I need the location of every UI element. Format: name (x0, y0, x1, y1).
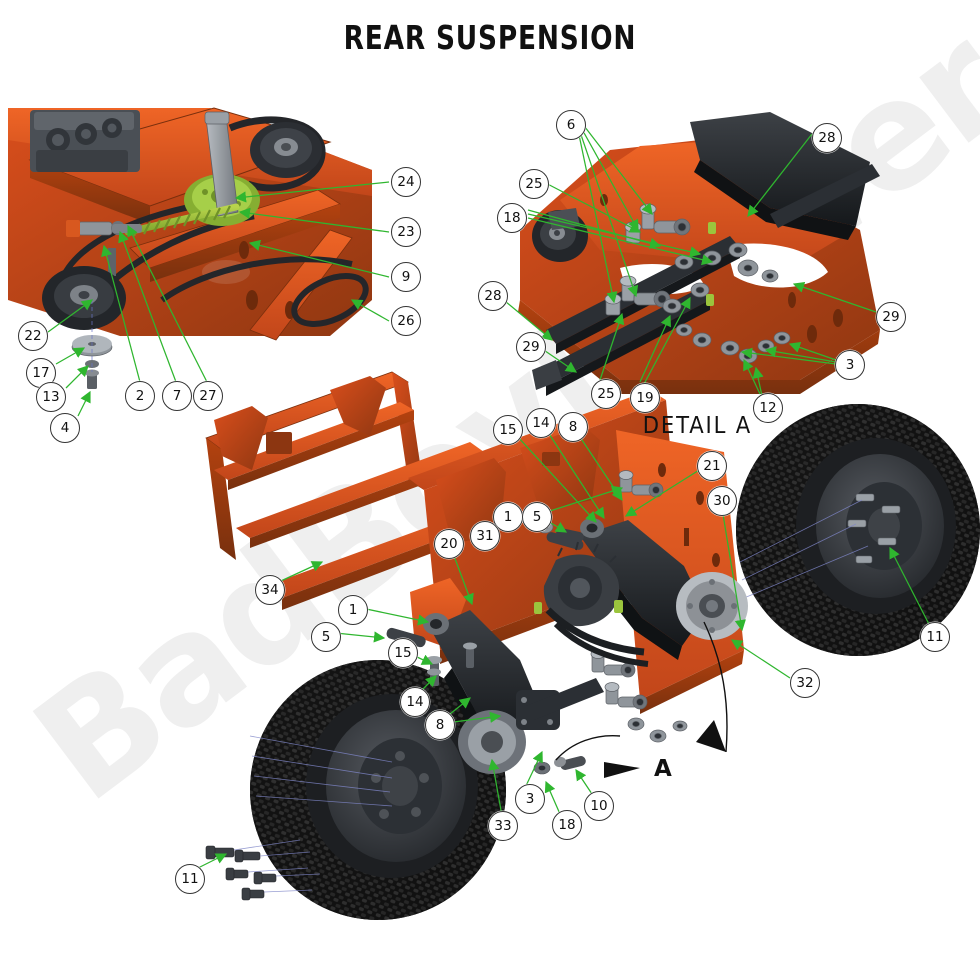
callout-2-8[interactable]: 2 (125, 381, 155, 411)
callout-24-0[interactable]: 24 (391, 167, 421, 197)
callout-23-1[interactable]: 23 (391, 217, 421, 247)
callout-22-4[interactable]: 22 (18, 321, 48, 351)
callout-7-9[interactable]: 7 (162, 381, 192, 411)
callout-4-7[interactable]: 4 (50, 413, 80, 443)
detail-a-label: DETAIL A (642, 413, 753, 439)
lug-bolts-left (205, 839, 321, 901)
callout-9-2[interactable]: 9 (391, 262, 421, 292)
callout-3-18[interactable]: 3 (835, 350, 865, 380)
callout-14-23[interactable]: 14 (526, 408, 556, 438)
callout-33-39[interactable]: 33 (488, 811, 518, 841)
callout-3-40[interactable]: 3 (515, 784, 545, 814)
callout-5-28[interactable]: 5 (522, 502, 552, 532)
callout-1-32[interactable]: 1 (338, 595, 368, 625)
callout-8-36[interactable]: 8 (425, 710, 455, 740)
callout-6-11[interactable]: 6 (556, 110, 586, 140)
callout-5-33[interactable]: 5 (311, 622, 341, 652)
callout-15-34[interactable]: 15 (388, 638, 418, 668)
callout-32-38[interactable]: 32 (790, 668, 820, 698)
callout-31-29[interactable]: 31 (470, 521, 500, 551)
callout-29-17[interactable]: 29 (516, 332, 546, 362)
page-title: REAR SUSPENSION (343, 18, 637, 57)
inset-deck-drive (8, 107, 372, 389)
section-letter-lower: A (654, 756, 672, 782)
callout-18-41[interactable]: 18 (552, 810, 582, 840)
callout-11-43[interactable]: 11 (175, 864, 205, 894)
callout-29-16[interactable]: 29 (876, 302, 906, 332)
callout-13-6[interactable]: 13 (36, 382, 66, 412)
callout-25-13[interactable]: 25 (519, 169, 549, 199)
callout-10-42[interactable]: 10 (584, 791, 614, 821)
callout-14-35[interactable]: 14 (400, 687, 430, 717)
callout-20-30[interactable]: 20 (434, 529, 464, 559)
detail-a-art (518, 112, 880, 396)
callout-12-21[interactable]: 12 (753, 393, 783, 423)
callout-18-14[interactable]: 18 (497, 203, 527, 233)
callout-21-25[interactable]: 21 (697, 451, 727, 481)
callout-11-37[interactable]: 11 (920, 622, 950, 652)
callout-28-15[interactable]: 28 (478, 281, 508, 311)
callout-30-26[interactable]: 30 (707, 486, 737, 516)
callout-26-3[interactable]: 26 (391, 306, 421, 336)
callout-28-12[interactable]: 28 (812, 123, 842, 153)
callout-19-20[interactable]: 19 (630, 383, 660, 413)
callout-34-31[interactable]: 34 (255, 575, 285, 605)
callout-15-22[interactable]: 15 (493, 415, 523, 445)
callout-27-10[interactable]: 27 (193, 381, 223, 411)
callout-25-19[interactable]: 25 (591, 379, 621, 409)
callout-8-24[interactable]: 8 (558, 412, 588, 442)
